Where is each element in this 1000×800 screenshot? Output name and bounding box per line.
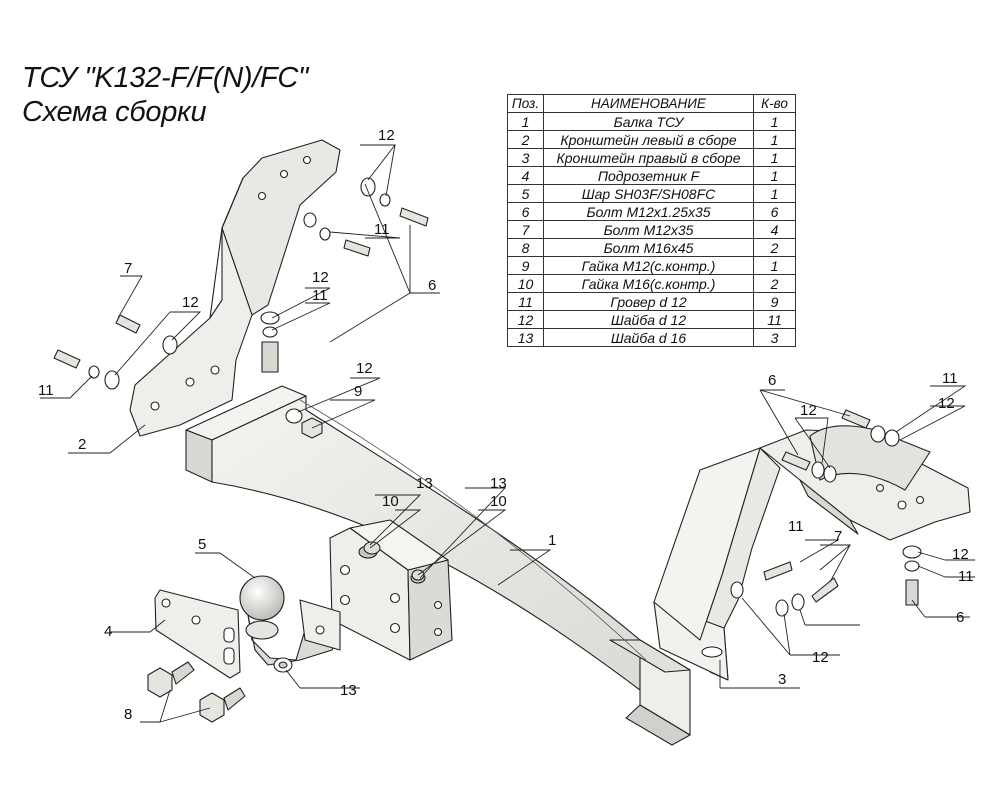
callout-12a: 12 — [378, 127, 395, 144]
callout-13a: 13 — [416, 475, 433, 492]
row-pos: 13 — [507, 328, 544, 347]
right-bracket — [653, 425, 971, 681]
callout-8: 8 — [124, 706, 132, 723]
callout-6c: 6 — [956, 609, 964, 626]
callouts: 1 2 3 4 5 6 6 6 7 7 8 9 10 10 11 11 11 1… — [38, 127, 974, 723]
callout-6a: 6 — [428, 277, 436, 294]
callout-12h: 12 — [812, 649, 829, 666]
parts-table-header: Поз. НАИМЕНОВАНИЕ К-во — [507, 94, 796, 113]
mounting-plate — [329, 519, 453, 661]
callout-12c: 12 — [182, 294, 199, 311]
callout-5: 5 — [198, 536, 206, 553]
callout-7a: 7 — [124, 260, 132, 277]
callout-1: 1 — [548, 532, 556, 549]
callout-12f: 12 — [938, 395, 955, 412]
callout-9: 9 — [354, 383, 362, 400]
row-name: Шар SH03F/SH08FC — [543, 184, 754, 203]
callout-12d: 12 — [356, 360, 373, 377]
callout-10a: 10 — [382, 493, 399, 510]
callout-13c: 13 — [340, 682, 357, 699]
row-qty: 1 — [753, 184, 796, 203]
bolts-m16 — [147, 661, 246, 723]
callout-7b: 7 — [834, 528, 842, 545]
callout-13b: 13 — [490, 475, 507, 492]
callout-12g: 12 — [952, 546, 969, 563]
callout-4: 4 — [104, 623, 112, 640]
leader-lines — [40, 144, 975, 723]
row-name: Гайка М12(с.контр.) — [543, 256, 754, 275]
callout-11c: 11 — [38, 382, 54, 399]
callout-11e: 11 — [788, 518, 804, 535]
main-beam — [185, 385, 691, 746]
diagram-title: ТСУ "K132-F/F(N)/FC" — [22, 62, 309, 94]
row-name: Кронштейн левый в сборе — [543, 130, 754, 149]
callout-11a: 11 — [374, 221, 390, 238]
callout-6b: 6 — [768, 372, 776, 389]
row-qty: 3 — [753, 328, 796, 347]
row-name: Шайба d 16 — [543, 328, 754, 347]
row-name: Подрозетник F — [543, 166, 754, 185]
row-name: Гайка М16(с.контр.) — [543, 274, 754, 293]
callout-3: 3 — [778, 671, 786, 688]
callout-11d: 11 — [942, 370, 958, 387]
header-pos: Поз. — [507, 94, 544, 113]
callout-10b: 10 — [490, 493, 507, 510]
callout-11f: 11 — [958, 568, 974, 585]
row-pos: 11 — [507, 292, 544, 311]
callout-2: 2 — [78, 436, 86, 453]
bolts-m12 — [53, 207, 919, 606]
callout-11b: 11 — [312, 287, 328, 304]
row-name: Болт М12х1.25х35 — [543, 202, 754, 221]
callout-12b: 12 — [312, 269, 329, 286]
callout-12e: 12 — [800, 402, 817, 419]
tow-ball — [239, 575, 341, 666]
socket-bracket — [154, 589, 241, 679]
diagram-subtitle: Схема сборки — [22, 96, 207, 128]
